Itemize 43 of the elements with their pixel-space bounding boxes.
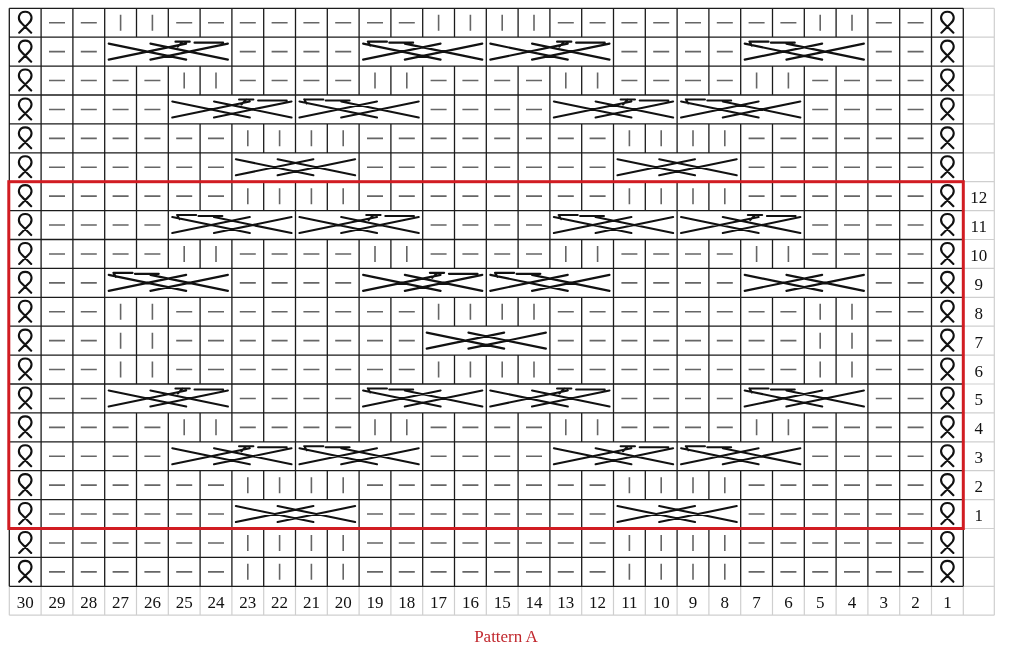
row-number: 10: [970, 246, 988, 264]
column-number: 10: [652, 593, 670, 611]
row-number: 5: [974, 390, 984, 408]
row-number: 3: [974, 448, 984, 466]
column-number: 16: [461, 593, 479, 611]
column-number: 19: [366, 593, 384, 611]
column-number: 27: [112, 593, 130, 611]
row-number: 7: [974, 333, 984, 351]
column-number: 11: [621, 593, 638, 611]
row-number: 11: [970, 217, 987, 235]
column-number: 14: [525, 593, 543, 611]
column-number: 30: [16, 593, 34, 611]
column-number: 21: [302, 593, 320, 611]
column-number: 15: [493, 593, 511, 611]
column-number: 23: [239, 593, 257, 611]
column-number: 9: [688, 593, 698, 611]
column-number: 2: [911, 593, 920, 611]
row-number: 4: [974, 419, 984, 437]
column-number: 8: [720, 593, 730, 611]
row-number: 12: [970, 188, 988, 206]
column-number: 17: [430, 593, 448, 611]
column-number: 26: [143, 593, 161, 611]
column-number: 28: [80, 593, 98, 611]
column-number: 24: [207, 593, 225, 611]
column-number: 5: [815, 593, 825, 611]
chart-caption: Pattern A: [474, 627, 538, 645]
column-number: 6: [784, 593, 793, 611]
column-number: 7: [752, 593, 761, 611]
row-number: 9: [974, 275, 984, 293]
column-number: 20: [334, 593, 352, 611]
column-number: 3: [879, 593, 889, 611]
row-number: 2: [974, 477, 984, 495]
column-number: 22: [271, 593, 289, 611]
row-number: 8: [974, 304, 984, 322]
column-number: 29: [48, 593, 66, 611]
column-number: 4: [847, 593, 857, 611]
column-number: 1: [943, 593, 952, 611]
column-number: 18: [398, 593, 416, 611]
column-number: 13: [557, 593, 575, 611]
column-number: 12: [589, 593, 607, 611]
row-number: 6: [974, 362, 984, 380]
column-number: 25: [175, 593, 193, 611]
row-number: 1: [974, 506, 984, 524]
